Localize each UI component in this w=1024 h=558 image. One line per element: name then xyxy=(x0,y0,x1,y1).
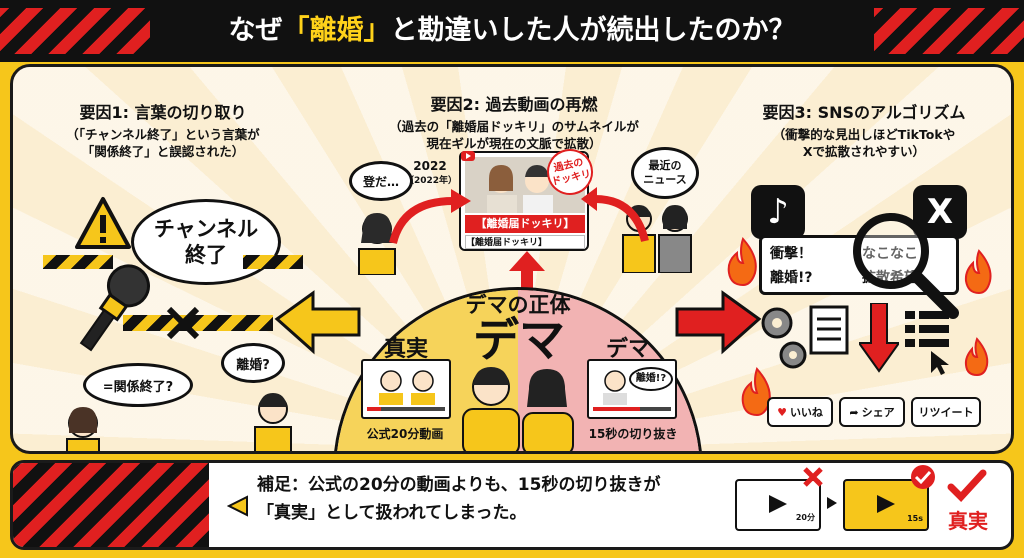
clip-video-caption: 15秒の切り抜き xyxy=(588,427,678,441)
arrow-right-icon xyxy=(827,497,837,509)
arrow-down-red xyxy=(509,251,545,291)
heart-icon: ♥ xyxy=(777,405,787,419)
factor1-sub1: （「チャンネル終了」という言葉が xyxy=(66,127,260,142)
long-video-icon: 20分 xyxy=(735,479,821,531)
list-icon xyxy=(905,311,949,375)
clip-video-thumbnail[interactable]: 離婚!? xyxy=(587,359,677,419)
factor1-header: 要因1: 言葉の切り取り （「チャンネル終了」という言葉が 「関係終了」と誤認さ… xyxy=(33,99,293,160)
rumor-label: デマ xyxy=(605,337,650,362)
speech-bubble-recent-news: 最近のニュース xyxy=(631,147,699,199)
footer-note-panel: 補足：公式の20分の動画よりも、15秒の切り抜きが 「真実」として扱われてしまっ… xyxy=(10,460,1014,550)
document-icon xyxy=(809,305,849,355)
youtube-icon xyxy=(461,151,475,161)
factor3-heading: 要因3: SNSのアルゴリズム xyxy=(762,103,966,122)
check-badge-icon xyxy=(911,465,935,489)
factor1-sub2: 「関係終了」と誤認された） xyxy=(81,144,245,159)
fire-icon xyxy=(964,337,989,377)
share-arrow-icon: ➦ xyxy=(849,405,859,419)
main-panel: 要因1: 言葉の切り取り （「チャンネル終了」という言葉が 「関係終了」と誤認さ… xyxy=(10,64,1014,454)
cross-icon xyxy=(166,306,200,340)
pointer-triangle-icon xyxy=(227,495,248,517)
truth-label: 真実 xyxy=(383,337,428,362)
hazard-stripe-footer xyxy=(13,463,209,547)
arrow-down-icon xyxy=(859,303,899,373)
confused-man-avatar xyxy=(254,393,292,451)
title-highlight: 「離婚」 xyxy=(282,15,391,46)
tiktok-icon: ♪ xyxy=(751,185,805,239)
footnote-text: 補足：公式の20分の動画よりも、15秒の切り抜きが 「真実」として扱われてしまっ… xyxy=(257,475,661,523)
factor3-sub1: （衝撃的な見出しほどTikTokや xyxy=(772,127,956,142)
factor1-heading: 要因1: 言葉の切り取り xyxy=(79,103,247,122)
fire-icon xyxy=(964,249,992,295)
header-banner: なぜ「離婚」と勘違いした人が続出したのか？ xyxy=(0,0,1024,62)
x-logo-icon: X xyxy=(913,185,967,239)
official-video-caption: 公式20分動画 xyxy=(366,427,444,441)
share-button[interactable]: ➦シェア xyxy=(839,397,905,427)
factor2-sub2: 現在ギルが現在の文脈で拡散） xyxy=(426,136,602,151)
factor3-header: 要因3: SNSのアルゴリズム （衝撃的な見出しほどTikTokや Xで拡散され… xyxy=(729,99,999,160)
truth-verdict-label: 真実 xyxy=(948,509,988,533)
rumor-big-label: デマ xyxy=(473,313,565,367)
red-x-icon xyxy=(803,467,823,487)
rumor-identity-title: デマの正体 xyxy=(465,293,571,317)
speech-bubble-relationship-end: =関係終了? xyxy=(83,363,193,407)
couple-avatar xyxy=(462,367,574,451)
arrow-left-curve xyxy=(389,189,471,245)
year-paren-label: （2022年） xyxy=(405,176,458,186)
video-title: 【離婚届ドッキリ】 xyxy=(465,235,585,249)
hazard-stripe-left xyxy=(0,8,150,54)
factor2-sub1: （過去の「離婚届ドッキリ」のサムネイルが xyxy=(389,119,639,134)
retweet-button[interactable]: リツイート xyxy=(911,397,981,427)
microphone-icon xyxy=(79,264,150,352)
page-title: なぜ「離婚」と勘違いした人が続出したのか？ xyxy=(228,15,796,46)
factor2-header: 要因2: 過去動画の再燃 （過去の「離婚届ドッキリ」のサムネイルが 現在ギルが現… xyxy=(349,91,679,152)
short-clip-icon: 15s xyxy=(843,479,929,531)
news-viewers-avatar xyxy=(622,205,692,273)
hazard-stripe-right xyxy=(874,8,1024,54)
official-video-thumbnail[interactable] xyxy=(361,359,451,419)
thumbnail-banner: 【離婚届ドッキリ】 xyxy=(465,215,585,233)
gear-icon xyxy=(761,307,807,369)
shock-bubble: 離婚!? xyxy=(629,367,673,391)
factor2-heading: 要因2: 過去動画の再燃 xyxy=(430,95,598,114)
like-button[interactable]: ♥いいね xyxy=(767,397,833,427)
factor3-sub2: Xで拡散されやすい） xyxy=(802,144,926,159)
confused-woman-avatar xyxy=(66,407,100,451)
year-label: 2022 xyxy=(413,159,447,173)
fire-icon xyxy=(727,237,757,287)
arrow-right-curve xyxy=(581,187,649,243)
speech-bubble-left-viewer: 登だ… xyxy=(349,161,413,201)
warning-icon xyxy=(75,197,131,249)
checkmark-icon xyxy=(947,469,987,503)
speech-bubble-divorce: 離婚? xyxy=(221,343,285,383)
magnifier-icon xyxy=(853,213,959,319)
viewer-woman-avatar xyxy=(358,213,396,275)
speech-bubble-channel-end: チャンネル終了 xyxy=(131,199,281,285)
